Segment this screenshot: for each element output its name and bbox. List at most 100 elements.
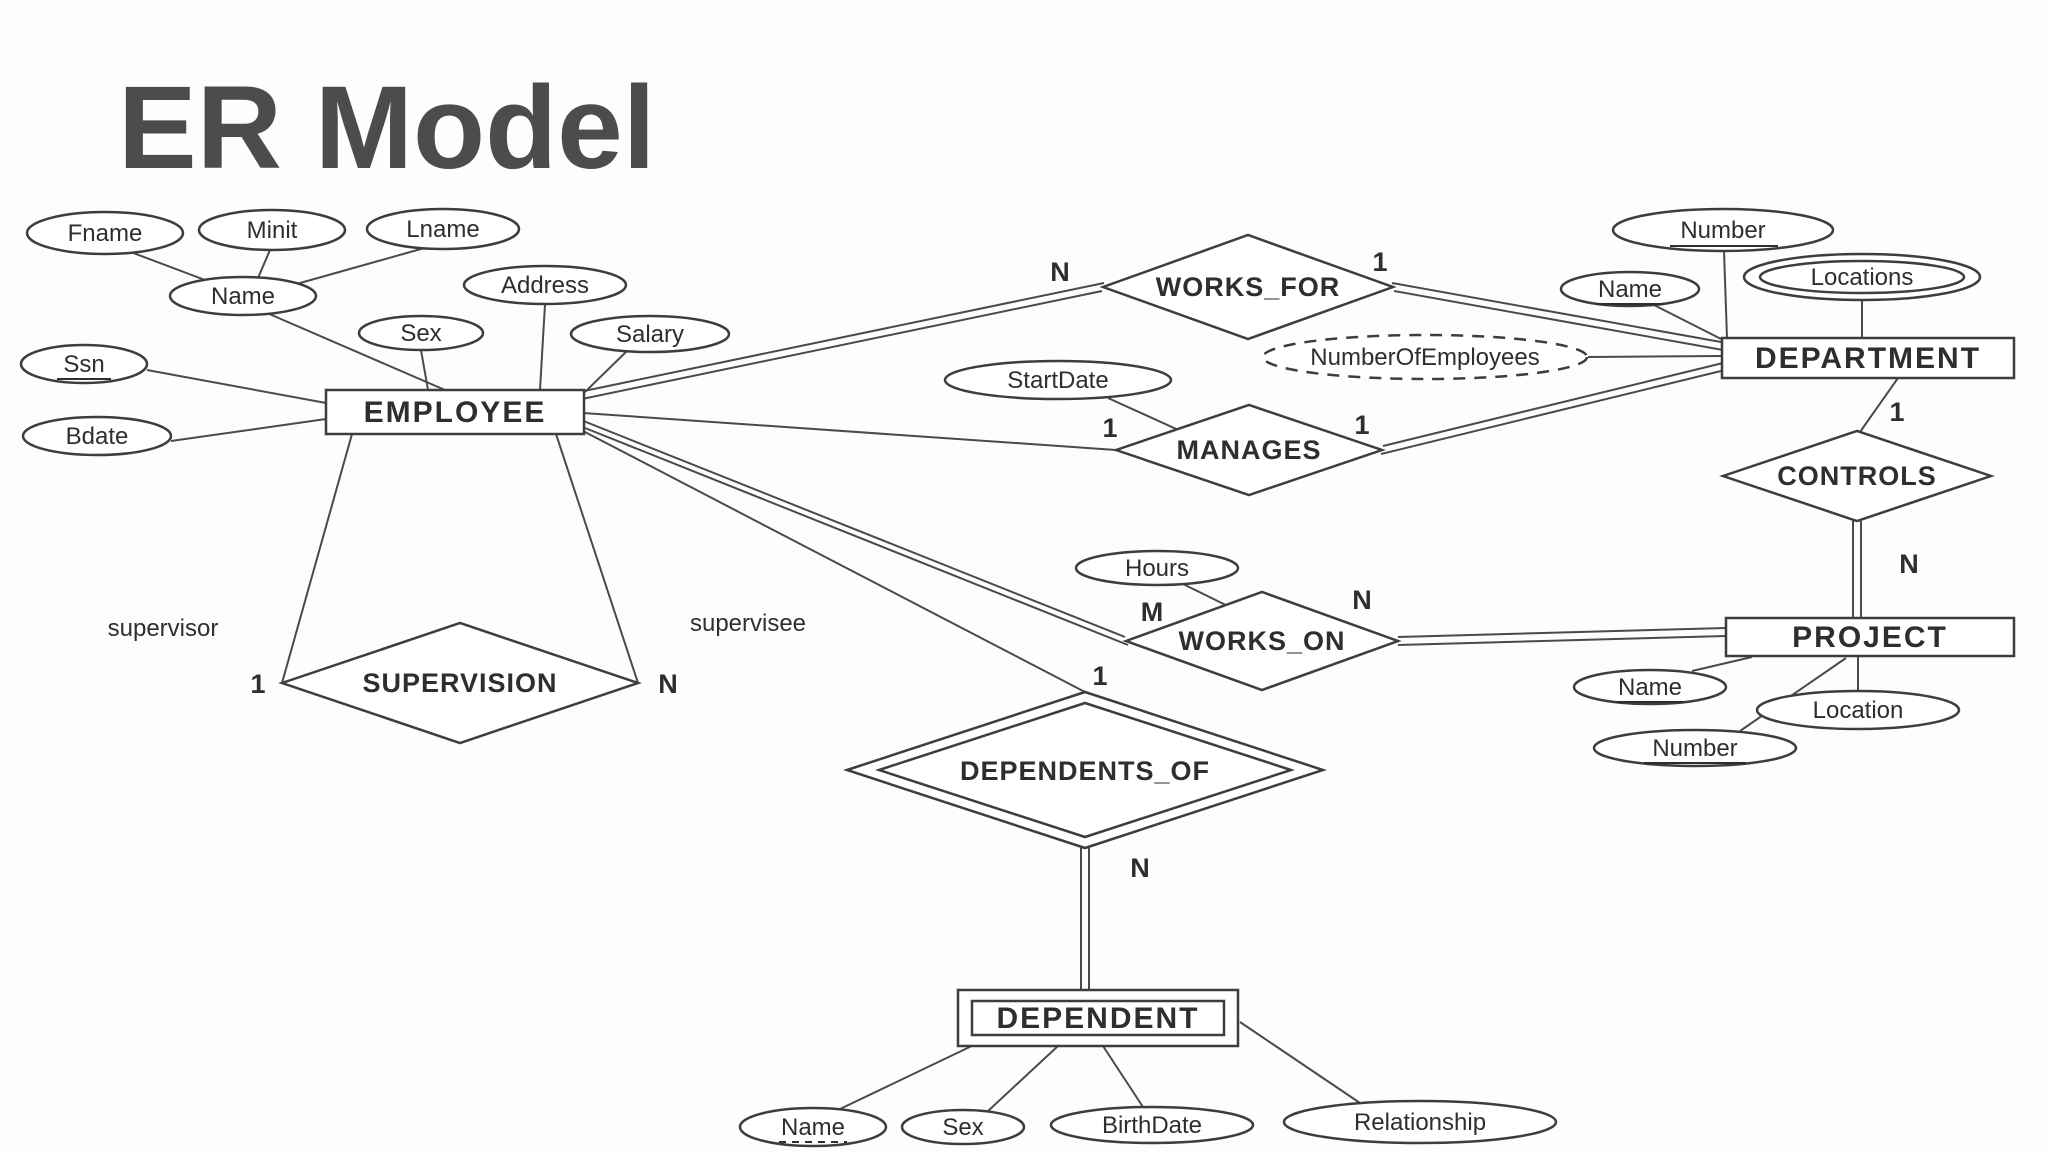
works-for-cardinality-employee: N — [1050, 257, 1070, 287]
relationship-supervision: SUPERVISION — [278, 621, 642, 745]
line-employee-works-for-a — [583, 282, 1105, 392]
attribute-birthdate: BirthDate — [1049, 1105, 1255, 1145]
manages-cardinality-department: 1 — [1354, 410, 1369, 440]
page-title: ER Model — [118, 62, 656, 194]
cardinality-labels: N 1 1 1 1 N M N 1 N 1 N — [250, 247, 1918, 883]
attribute-dependent-name-partial-key: Name — [738, 1106, 888, 1148]
attribute-startdate: StartDate — [943, 359, 1173, 401]
controls-cardinality-project: N — [1899, 549, 1919, 579]
supervisor-role-label: supervisor — [108, 615, 219, 642]
line-numberofemployees-department — [1587, 355, 1723, 358]
dependents-of-inner-diamond — [874, 701, 1296, 839]
hours-ellipse — [1074, 549, 1240, 587]
dependent-sex-label: Sex — [942, 1114, 983, 1141]
line-manages-department-a — [1382, 362, 1724, 447]
entity-employee: EMPLOYEE — [324, 388, 586, 436]
manages-label: MANAGES — [1176, 435, 1321, 465]
works-on-diamond — [1122, 590, 1402, 692]
relationship-label: Relationship — [1354, 1109, 1486, 1136]
line-name-project — [1691, 656, 1753, 672]
bdate-label: Bdate — [66, 423, 129, 450]
project-name-ellipse — [1572, 668, 1728, 706]
sex-label: Sex — [400, 320, 441, 347]
dependent-name-ellipse — [738, 1106, 888, 1148]
attribute-dependent-sex: Sex — [900, 1108, 1026, 1146]
address-ellipse — [462, 264, 628, 306]
works-on-label: WORKS_ON — [1178, 626, 1345, 656]
dependents-of-cardinality-employee: 1 — [1092, 661, 1107, 691]
controls-diamond — [1719, 429, 1995, 523]
line-works-for-department-a — [1391, 282, 1722, 343]
line-name-employee — [266, 312, 446, 391]
locations-label: Locations — [1811, 264, 1914, 291]
line-startdate-manages — [1107, 397, 1186, 434]
connector-lines — [281, 377, 1899, 693]
line-sex-dependent — [987, 1045, 1059, 1112]
line-employee-works-for-b — [581, 290, 1103, 400]
line-department-controls — [1859, 377, 1899, 433]
employee-box — [324, 388, 586, 436]
dependents-of-label: DEPENDENTS_OF — [960, 756, 1210, 786]
double-connector-lines — [580, 282, 1862, 990]
entity-department: DEPARTMENT — [1720, 336, 2016, 380]
supervision-label: SUPERVISION — [362, 668, 557, 698]
lname-ellipse — [365, 207, 521, 251]
relationship-manages: MANAGES — [1112, 403, 1386, 497]
sex-ellipse — [357, 314, 485, 352]
entity-dependent-weak: DEPENDENT — [956, 988, 1240, 1048]
line-fname-name — [127, 250, 214, 284]
attribute-fname: Fname — [25, 210, 185, 256]
relationship-controls: CONTROLS — [1719, 429, 1995, 523]
role-labels: supervisor supervisee — [108, 610, 806, 642]
attribute-sex: Sex — [357, 314, 485, 352]
dependent-label: DEPENDENT — [996, 1002, 1199, 1035]
attribute-hours: Hours — [1074, 549, 1240, 587]
manages-diamond — [1112, 403, 1386, 497]
minit-label: Minit — [247, 217, 298, 244]
works-for-diamond — [1099, 233, 1397, 341]
project-name-label: Name — [1618, 674, 1682, 701]
attribute-minit: Minit — [197, 208, 347, 252]
supervisee-role-label: supervisee — [690, 610, 806, 637]
supervision-cardinality-supervisee: N — [658, 669, 678, 699]
line-employee-supervision-supervisor — [281, 433, 353, 684]
startdate-label: StartDate — [1007, 367, 1108, 394]
address-label: Address — [501, 272, 589, 299]
attribute-relationship: Relationship — [1282, 1099, 1558, 1145]
dependent-name-label: Name — [781, 1114, 845, 1141]
line-minit-name — [257, 249, 271, 279]
ssn-label: Ssn — [63, 351, 104, 378]
project-number-label: Number — [1652, 735, 1737, 762]
line-manages-department-b — [1380, 370, 1722, 455]
location-label: Location — [1813, 697, 1904, 724]
employee-label: EMPLOYEE — [364, 396, 547, 429]
works-for-label: WORKS_FOR — [1156, 272, 1341, 302]
department-number-ellipse — [1611, 207, 1835, 253]
line-name-dependent — [839, 1042, 979, 1110]
line-number-department — [1723, 250, 1728, 339]
attribute-bdate: Bdate — [21, 415, 173, 457]
attribute-address: Address — [462, 264, 628, 306]
entity-project: PROJECT — [1724, 616, 2016, 658]
line-employee-manages — [582, 412, 1117, 451]
lname-label: Lname — [406, 216, 479, 243]
controls-cardinality-department: 1 — [1889, 397, 1904, 427]
supervision-diamond — [278, 621, 642, 745]
line-works-on-project-a — [1397, 627, 1727, 638]
attribute-salary: Salary — [569, 314, 731, 354]
dependents-of-cardinality-dependent: N — [1130, 853, 1150, 883]
attribute-lname: Lname — [365, 207, 521, 251]
bdate-ellipse — [21, 415, 173, 457]
line-ssn-employee — [146, 369, 327, 404]
line-employee-supervision-supervisee — [555, 433, 639, 684]
controls-label: CONTROLS — [1777, 461, 1937, 491]
line-address-employee — [539, 303, 546, 391]
department-label: DEPARTMENT — [1755, 342, 1981, 375]
department-name-label: Name — [1598, 276, 1662, 303]
line-sex-employee — [420, 349, 429, 391]
attribute-ssn-key: Ssn — [19, 343, 149, 385]
employee-name-ellipse — [168, 275, 318, 317]
line-relationship-dependent — [1239, 1021, 1361, 1104]
salary-ellipse — [569, 314, 731, 354]
